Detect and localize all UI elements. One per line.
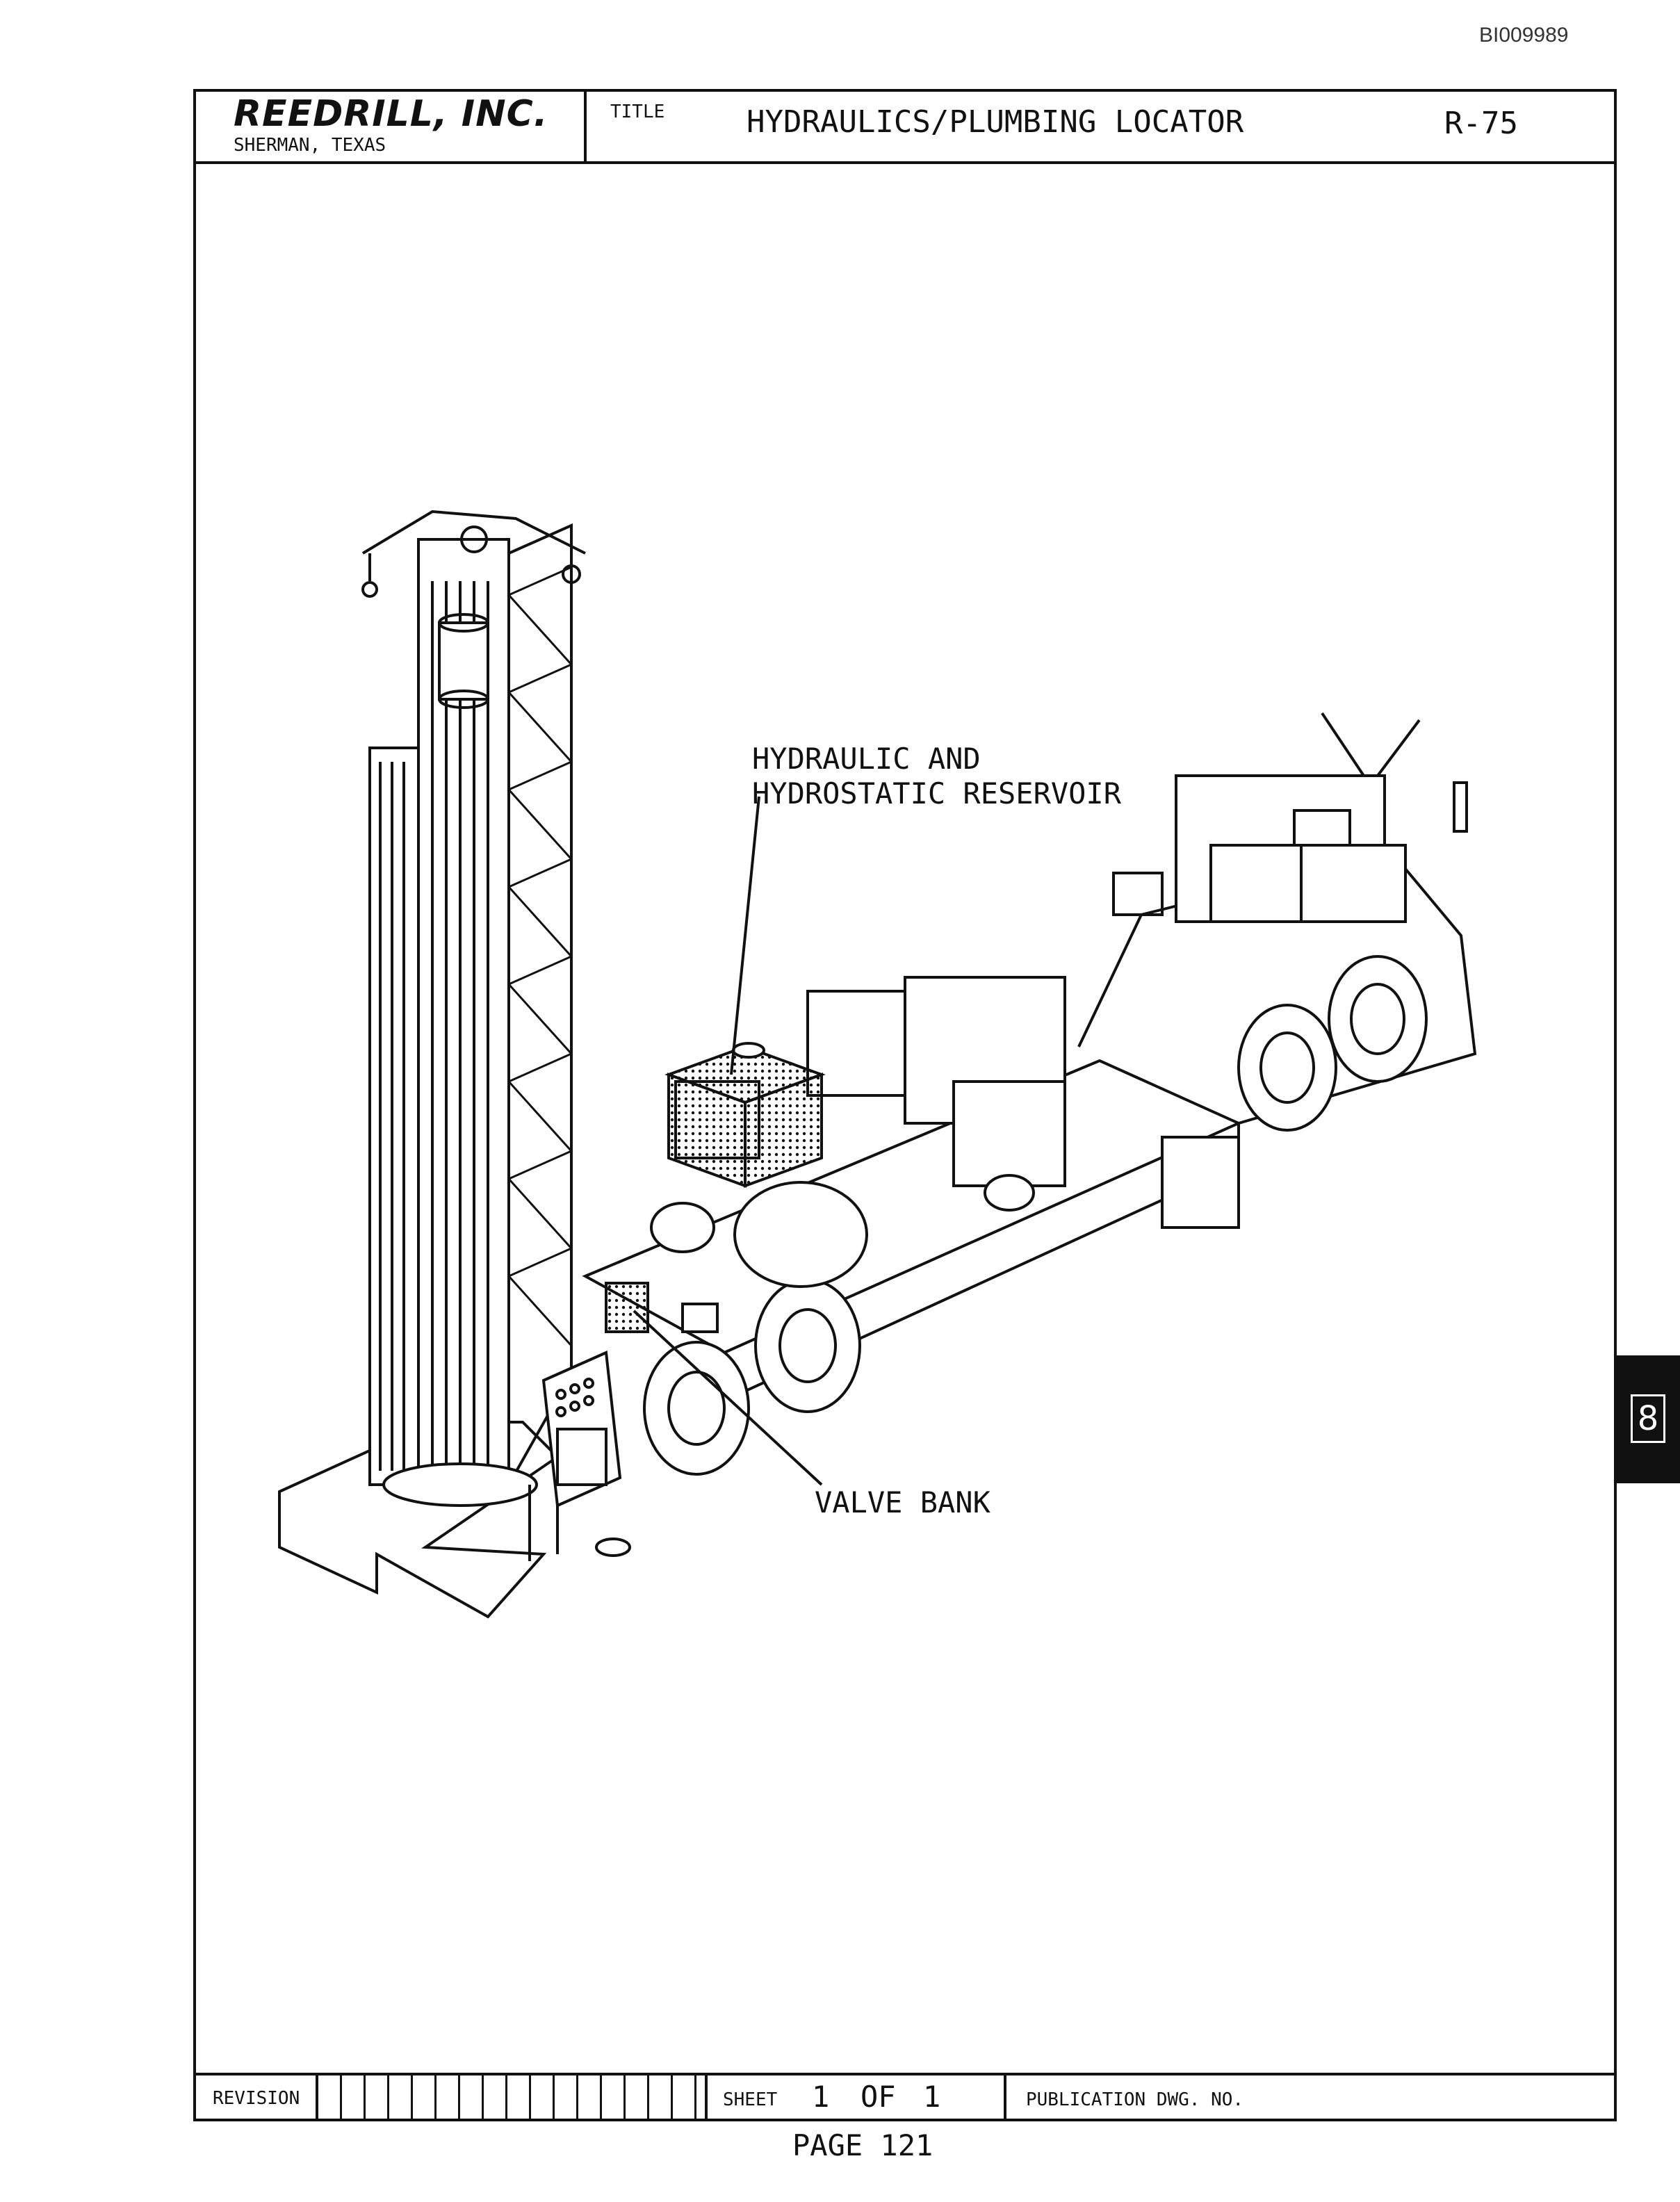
drawing-sheet-border — [193, 89, 1617, 2121]
wheels — [643, 955, 1428, 1476]
valve-bank — [605, 1282, 649, 1333]
revision-label: REVISION — [193, 2075, 318, 2121]
revision-cell — [413, 2075, 437, 2121]
model-number: R-75 — [1444, 106, 1518, 141]
truck-bed — [582, 712, 1477, 1396]
sheet-of-label: OF — [861, 2080, 896, 2114]
revision-cell — [578, 2075, 602, 2121]
callout-leader-lines — [633, 796, 823, 1486]
drawing-title: HYDRAULICS/PLUMBING LOCATOR — [747, 104, 1244, 140]
sheet-number: 1 — [812, 2080, 830, 2114]
document-id: BI009989 — [1479, 24, 1569, 47]
page-number: PAGE 121 — [792, 2128, 933, 2162]
section-tab-label: 8 — [1631, 1394, 1665, 1443]
title-block: REEDRILL, INC. SHERMAN, TEXAS TITLE HYDR… — [193, 89, 1617, 164]
section-tab: 8 — [1617, 1355, 1680, 1483]
drill-rig-illustration: HYDRAULIC AND HYDROSTATIC RESERVOIR VALV… — [278, 509, 1477, 1619]
control-panel — [541, 1351, 631, 1557]
company-name: REEDRILL, INC. — [234, 93, 548, 135]
revision-cell — [649, 2075, 673, 2121]
revision-cell — [342, 2075, 366, 2121]
hydraulic-reservoir — [664, 1042, 826, 1188]
revision-cell — [484, 2075, 507, 2121]
reservoir-callout-line-1: HYDRAULIC AND — [752, 742, 981, 776]
sheet-total: 1 — [923, 2080, 941, 2114]
revision-cell — [602, 2075, 626, 2121]
reservoir-callout-line-2: HYDROSTATIC RESERVOIR — [752, 776, 1122, 810]
publication-dwg-label: PUBLICATION DWG. NO. — [1026, 2089, 1244, 2110]
revision-cell — [389, 2075, 413, 2121]
revision-cell — [460, 2075, 484, 2121]
company-location: SHERMAN, TEXAS — [234, 135, 386, 156]
revision-cell — [673, 2075, 696, 2121]
mast-tower — [361, 509, 586, 1561]
revision-block: REVISION SHEET 1 OF 1 PUBLICATION DWG. N… — [193, 2073, 1617, 2121]
revision-cell — [531, 2075, 555, 2121]
revision-cell — [366, 2075, 389, 2121]
company-cell: REEDRILL, INC. SHERMAN, TEXAS — [193, 89, 587, 161]
revision-cell — [437, 2075, 460, 2121]
revision-cell — [507, 2075, 531, 2121]
revision-cell — [626, 2075, 649, 2121]
revision-cell — [318, 2075, 342, 2121]
revision-cell — [555, 2075, 578, 2121]
valve-bank-callout: VALVE BANK — [815, 1485, 991, 1519]
sheet-label: SHEET — [723, 2089, 778, 2110]
title-label: TITLE — [610, 101, 665, 122]
sheet-cell: SHEET 1 OF 1 — [705, 2075, 1006, 2121]
